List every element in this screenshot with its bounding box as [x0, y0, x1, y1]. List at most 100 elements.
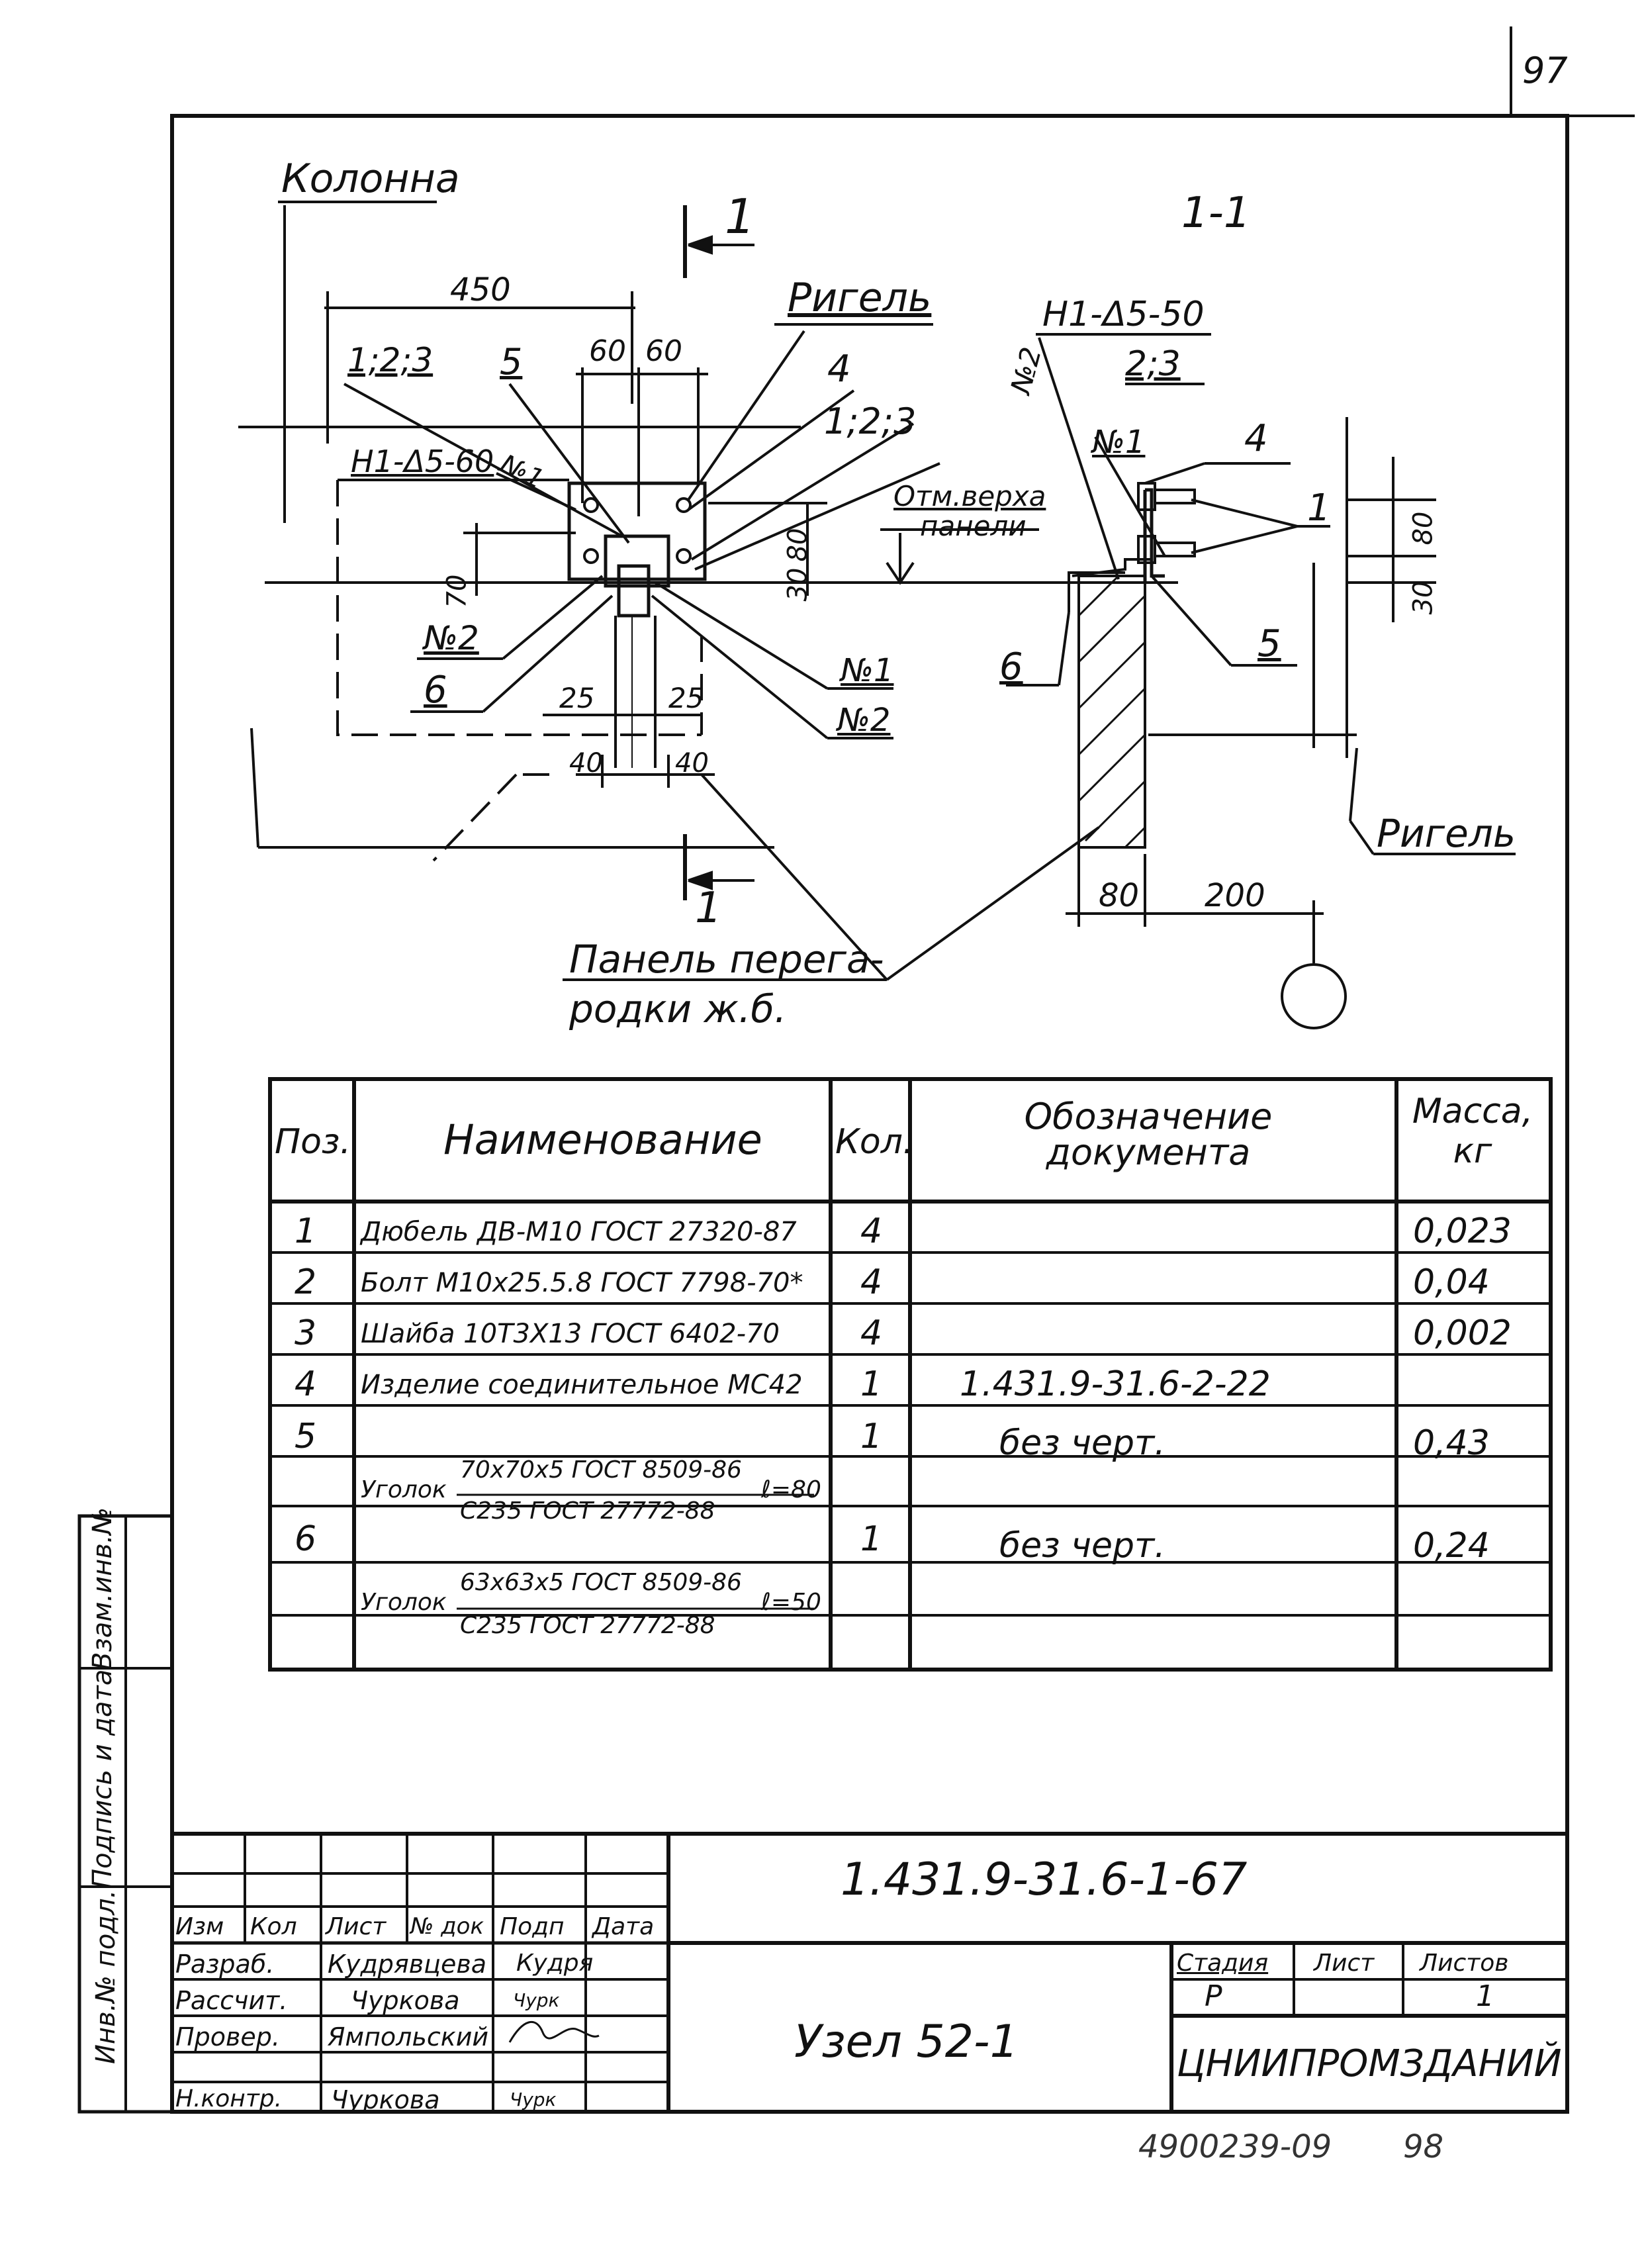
label-1-section: 1 — [1307, 487, 1331, 530]
no2-plan-right: №2 — [837, 702, 891, 739]
row-name-top: 63х63х5 ГОСТ 8509-86 — [460, 1569, 742, 1596]
tb-sign-4: Чурк — [510, 2089, 557, 2110]
elevation-label-2: панели — [920, 510, 1027, 542]
beam-label-section: Ригель — [1377, 811, 1516, 856]
section-mark-top: 1 — [725, 189, 755, 244]
dim-200-bottom: 200 — [1205, 877, 1265, 914]
row-pos: 5 — [295, 1417, 317, 1456]
no1-plan-right: №1 — [841, 652, 894, 689]
row-qty: 1 — [860, 1417, 883, 1456]
tb-sheets-label: Листов — [1420, 1950, 1509, 1977]
label-6-plan: 6 — [424, 669, 447, 712]
dim-80-bottom: 80 — [1099, 877, 1140, 914]
header-qty: Кол. — [835, 1122, 914, 1162]
label-5-plan: 5 — [500, 341, 523, 383]
dim-60-left: 60 — [589, 334, 626, 368]
row-mass: 0,023 — [1413, 1211, 1512, 1251]
item-title: Узел 52-1 — [794, 2016, 1019, 2068]
row-mass: 0,04 — [1413, 1262, 1490, 1302]
dim-70: 70 — [441, 574, 473, 608]
row-qty: 1 — [860, 1519, 883, 1559]
document-code: 1.431.9-31.6-1-67 — [841, 1854, 1248, 1906]
row-name: Болт М10х25.5.8 ГОСТ 7798-70* — [361, 1268, 803, 1298]
side-label-replace: Взам.инв.№ — [87, 1507, 118, 1670]
header-mass: Масса, кг — [1412, 1092, 1533, 1171]
elevation-label-1: Отм.верха — [893, 480, 1046, 512]
row-name-prefix: Уголок — [361, 1589, 447, 1616]
column-label: Колонна — [281, 156, 460, 202]
tb-head-kol: Кол — [250, 1913, 297, 1940]
panel-label-1: Панель перега- — [569, 937, 884, 982]
label-5-section: 5 — [1257, 622, 1281, 665]
weld-sub-section: 2;3 — [1125, 344, 1181, 384]
row-name-bottom: С235 ГОСТ 27772-88 — [460, 1612, 715, 1639]
weld-label-section: Н1-Δ5-50 — [1042, 295, 1205, 334]
tb-name-3: Ямпольский — [328, 2022, 489, 2052]
label-4-section: 4 — [1244, 417, 1268, 460]
tb-head-ndok: № док — [410, 1913, 484, 1940]
side-label-inv: Инв.№ подл. — [91, 1889, 121, 2064]
row-doc: без черт. — [999, 1526, 1165, 1566]
dim-80-plan: 80 — [782, 528, 813, 562]
row-name-len: ℓ=50 — [761, 1589, 821, 1616]
tb-name-1: Кудрявцева — [328, 1950, 487, 1979]
dim-60-right: 60 — [645, 334, 682, 368]
row-name-len: ℓ=80 — [761, 1476, 821, 1503]
tb-head-list: Лист — [326, 1913, 387, 1940]
row-name-top: 70х70х5 ГОСТ 8509-86 — [460, 1456, 742, 1484]
no2-plan-left: №2 — [424, 619, 479, 657]
tb-head-data: Дата — [592, 1913, 655, 1940]
beam-label-plan: Ригель — [788, 275, 932, 321]
header-name: Наименование — [443, 1115, 762, 1164]
label-123-left: 1;2;3 — [347, 341, 434, 379]
dim-25-right: 25 — [668, 682, 704, 714]
row-mass: 0,24 — [1413, 1526, 1490, 1566]
tb-role-2: Рассчит. — [175, 1986, 288, 2015]
row-name: Изделие соединительное МС42 — [361, 1370, 803, 1400]
no1-section: №1 — [1092, 424, 1146, 461]
row-pos: 3 — [295, 1313, 317, 1353]
signature-scribble — [508, 2020, 600, 2043]
page-number: 97 — [1522, 50, 1568, 91]
tb-sheet-label: Лист — [1314, 1950, 1375, 1977]
row-qty: 4 — [860, 1211, 883, 1251]
tb-name-2: Чуркова — [351, 1986, 460, 2015]
section-mark-bottom: 1 — [695, 884, 722, 933]
row-name-bottom: С235 ГОСТ 27772-88 — [460, 1497, 715, 1525]
tb-role-3: Провер. — [175, 2022, 280, 2052]
row-doc: 1.431.9-31.6-2-22 — [960, 1364, 1271, 1404]
label-123-right: 1;2;3 — [824, 401, 917, 442]
row-pos: 1 — [295, 1211, 317, 1251]
row-pos: 6 — [295, 1519, 317, 1559]
dim-30-plan: 30 — [782, 567, 813, 602]
header-pos: Поз. — [275, 1122, 351, 1162]
dim-40-right: 40 — [675, 748, 709, 779]
panel-label-2: родки ж.б. — [569, 986, 787, 1031]
tb-role-1: Разраб. — [175, 1950, 275, 1979]
tb-role-4: Н.контр. — [175, 2085, 283, 2112]
weld-label-plan: Н1-Δ5-60 — [351, 444, 494, 479]
tb-sign-1: Кудря — [516, 1950, 594, 1977]
side-label-sign: Подпись и дата — [87, 1669, 118, 1889]
tb-stage-value: Р — [1205, 1979, 1222, 2013]
tb-head-izm: Изм — [175, 1913, 224, 1940]
row-qty: 4 — [860, 1313, 883, 1353]
row-qty: 1 — [860, 1364, 883, 1404]
sheet-frame — [170, 114, 1569, 2114]
dim-30-vertical: 30 — [1408, 581, 1439, 615]
row-doc: без черт. — [999, 1423, 1165, 1463]
dim-25-left: 25 — [559, 682, 595, 714]
tb-sign-2: Чурк — [513, 1989, 560, 2011]
row-mass: 0,002 — [1413, 1313, 1512, 1353]
dim-450: 450 — [450, 271, 511, 308]
header-doc: Обозначение документа — [1024, 1096, 1273, 1173]
dim-80-vertical: 80 — [1408, 511, 1439, 545]
tb-head-podp: Подп — [500, 1913, 565, 1940]
dim-40-left: 40 — [569, 748, 603, 779]
organization-name: ЦНИИПРОМЗДАНИЙ — [1177, 2042, 1562, 2085]
footer-page: 98 — [1403, 2128, 1444, 2165]
tb-name-4: Чуркова — [331, 2085, 440, 2114]
row-name-prefix: Уголок — [361, 1476, 447, 1503]
tb-stage-label: Стадия — [1177, 1950, 1269, 1977]
